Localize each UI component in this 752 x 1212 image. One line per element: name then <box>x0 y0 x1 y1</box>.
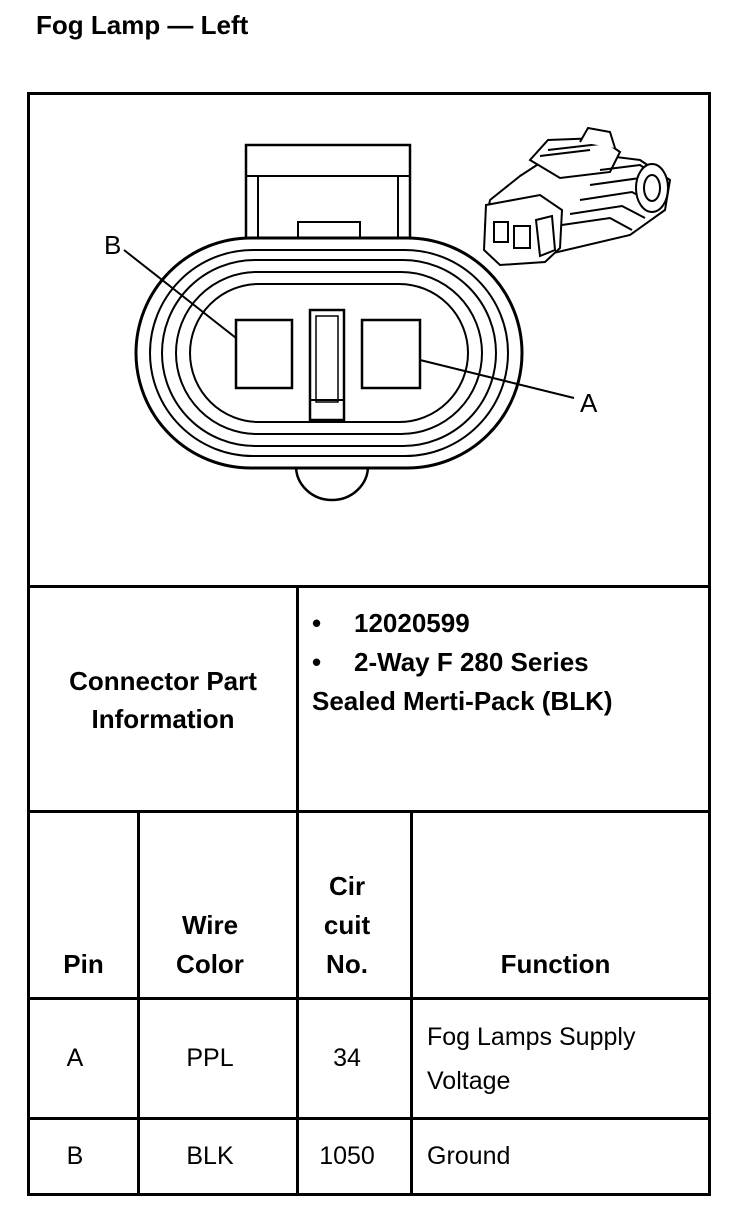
page-title: Fog Lamp — Left <box>36 10 249 40</box>
divider <box>27 1117 711 1120</box>
connector-label-line1: Connector Part <box>69 666 257 696</box>
bullet-icon: • <box>312 608 322 638</box>
divider <box>410 810 413 1196</box>
divider <box>27 810 711 813</box>
connector-table-frame <box>27 92 711 1196</box>
cell-function-line1: Fog Lamps Supply <box>427 1023 636 1051</box>
cell-function: Fog Lamps Supply Voltage <box>427 1015 635 1103</box>
pin-cavity-b <box>234 318 294 390</box>
header-function: Function <box>500 949 611 979</box>
connector-diagram: B A <box>104 126 672 502</box>
pin-cavity-a <box>360 318 422 390</box>
cell-circuit: 34 <box>333 1044 361 1072</box>
cell-circuit: 1050 <box>319 1142 375 1170</box>
divider <box>137 810 140 1196</box>
header-wire-color: Wire Color <box>140 906 280 984</box>
center-divider <box>308 308 346 422</box>
connector-type: 2-Way F 280 Series <box>354 647 589 677</box>
header-wire-color-line2: Color <box>176 949 244 979</box>
part-number: 12020599 <box>354 608 470 638</box>
cell-function-line2: Voltage <box>427 1067 511 1095</box>
connector-housing <box>134 236 524 470</box>
connector-part-info-label: Connector Part Information <box>30 590 296 810</box>
connector-iso-illustration <box>482 126 672 267</box>
divider <box>27 997 711 1000</box>
label-a: A <box>580 388 598 418</box>
divider <box>27 585 711 588</box>
header-wire-color-line1: Wire <box>181 910 239 940</box>
header-circuit-no: Cir cuit No. <box>299 867 395 984</box>
header-circuit-line2: cuit <box>323 910 371 940</box>
cell-wire-color: PPL <box>186 1044 234 1072</box>
divider <box>296 585 299 1196</box>
connector-part-info: • 12020599 • 2-Way F 280 Series Sealed M… <box>312 604 613 721</box>
connector-label-line2: Information <box>91 704 235 734</box>
bullet-icon: • <box>312 647 322 677</box>
header-circuit-line3: No. <box>326 949 368 979</box>
list-item: • 2-Way F 280 Series <box>312 643 613 682</box>
connector-type-cont: Sealed Merti-Pack (BLK) <box>312 686 613 716</box>
cell-pin: B <box>66 1142 84 1170</box>
label-b: B <box>104 230 121 260</box>
header-pin: Pin <box>63 949 104 979</box>
key-bump <box>294 465 370 502</box>
header-circuit-line1: Cir <box>328 871 366 901</box>
latch-tab <box>244 143 412 245</box>
cell-wire-color: BLK <box>186 1142 234 1170</box>
list-item: • 12020599 <box>312 604 613 643</box>
cell-function: Ground <box>427 1142 511 1170</box>
cell-pin: A <box>66 1044 84 1072</box>
divider <box>27 1193 711 1196</box>
